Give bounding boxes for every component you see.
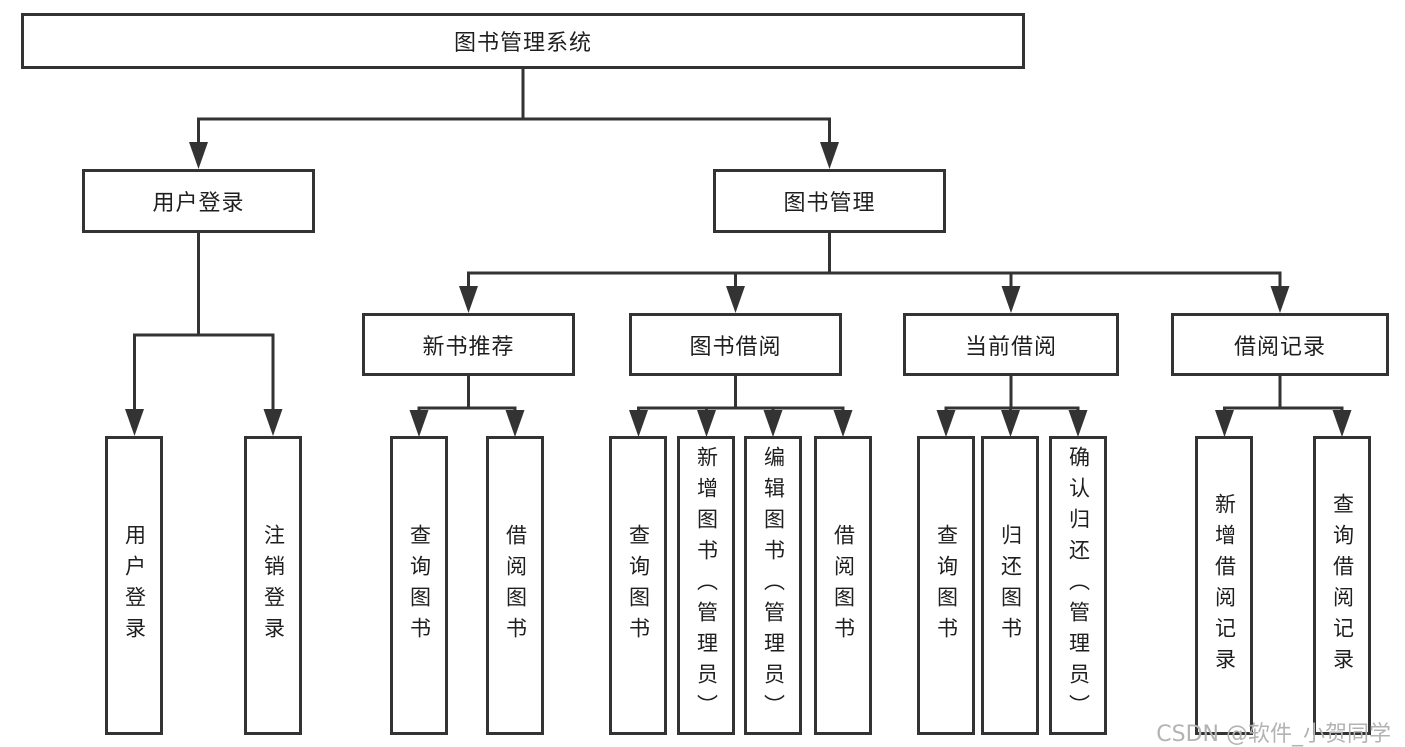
- connector-book-borrowing-to-leaves: [629, 375, 853, 437]
- leaf-bb-edit-books-admin-label: 编辑图书（管理员）: [761, 446, 786, 725]
- leaf-br-add-borrow-record-label: 新增借阅记录: [1212, 492, 1237, 679]
- leaf-bb-borrow-books-label: 借阅图书: [831, 523, 856, 648]
- leaf-cb-return-books: 归还图书: [981, 436, 1039, 735]
- leaf-user-login-label: 用户登录: [122, 523, 147, 648]
- leaf-cb-confirm-return-admin: 确认归还（管理员）: [1049, 436, 1107, 735]
- node-borrowing-records-label: 借阅记录: [1233, 334, 1326, 360]
- node-book-management: 图书管理: [713, 169, 946, 233]
- node-user-login-label: 用户登录: [152, 191, 245, 216]
- leaf-bb-query-books: 查询图书: [609, 436, 667, 735]
- leaf-bb-edit-books-admin: 编辑图书（管理员）: [744, 436, 802, 735]
- leaf-cb-confirm-return-admin-label: 确认归还（管理员）: [1066, 446, 1091, 725]
- leaf-cb-query-books-label: 查询图书: [934, 523, 959, 648]
- node-new-book-recommend: 新书推荐: [362, 313, 575, 376]
- leaf-cb-return-books-label: 归还图书: [998, 523, 1023, 648]
- connector-current-borrowing-to-leaves: [936, 375, 1088, 437]
- connector-root-to-branches: [189, 68, 839, 169]
- leaf-br-add-borrow-record: 新增借阅记录: [1195, 436, 1253, 735]
- node-new-book-recommend-label: 新书推荐: [422, 334, 515, 360]
- node-root: 图书管理系统: [21, 13, 1025, 69]
- leaf-user-login: 用户登录: [105, 436, 163, 735]
- leaf-bb-query-books-label: 查询图书: [626, 523, 651, 648]
- connector-new-book-recommend-to-leaves: [409, 375, 525, 437]
- leaf-bb-borrow-books: 借阅图书: [814, 436, 872, 735]
- node-book-borrowing-label: 图书借阅: [689, 334, 782, 360]
- leaf-nbr-query-books: 查询图书: [390, 436, 448, 735]
- node-book-management-label: 图书管理: [783, 191, 876, 216]
- leaf-bb-add-books-admin: 新增图书（管理员）: [677, 436, 735, 735]
- node-current-borrowing: 当前借阅: [903, 313, 1119, 376]
- leaf-br-query-borrow-record: 查询借阅记录: [1313, 436, 1371, 735]
- leaf-logout: 注销登录: [244, 436, 302, 735]
- leaf-nbr-borrow-books-label: 借阅图书: [503, 523, 528, 648]
- leaf-bb-add-books-admin-label: 新增图书（管理员）: [694, 446, 719, 725]
- leaf-br-query-borrow-record-label: 查询借阅记录: [1330, 492, 1355, 679]
- connector-borrowing-records-to-leaves: [1215, 375, 1352, 437]
- leaf-nbr-borrow-books: 借阅图书: [486, 436, 544, 735]
- leaf-nbr-query-books-label: 查询图书: [407, 523, 432, 648]
- leaf-logout-label: 注销登录: [261, 523, 286, 648]
- node-current-borrowing-label: 当前借阅: [964, 334, 1057, 360]
- csdn-watermark: CSDN @软件_小贺同学: [1156, 722, 1391, 747]
- node-borrowing-records: 借阅记录: [1171, 313, 1389, 376]
- connector-book-mgmt-to-sections: [459, 233, 1290, 313]
- leaf-cb-query-books: 查询图书: [917, 436, 975, 735]
- node-book-borrowing: 图书借阅: [629, 313, 842, 376]
- node-root-label: 图书管理系统: [453, 31, 592, 56]
- node-user-login: 用户登录: [82, 169, 315, 233]
- connector-user-login-to-leaves: [125, 233, 283, 436]
